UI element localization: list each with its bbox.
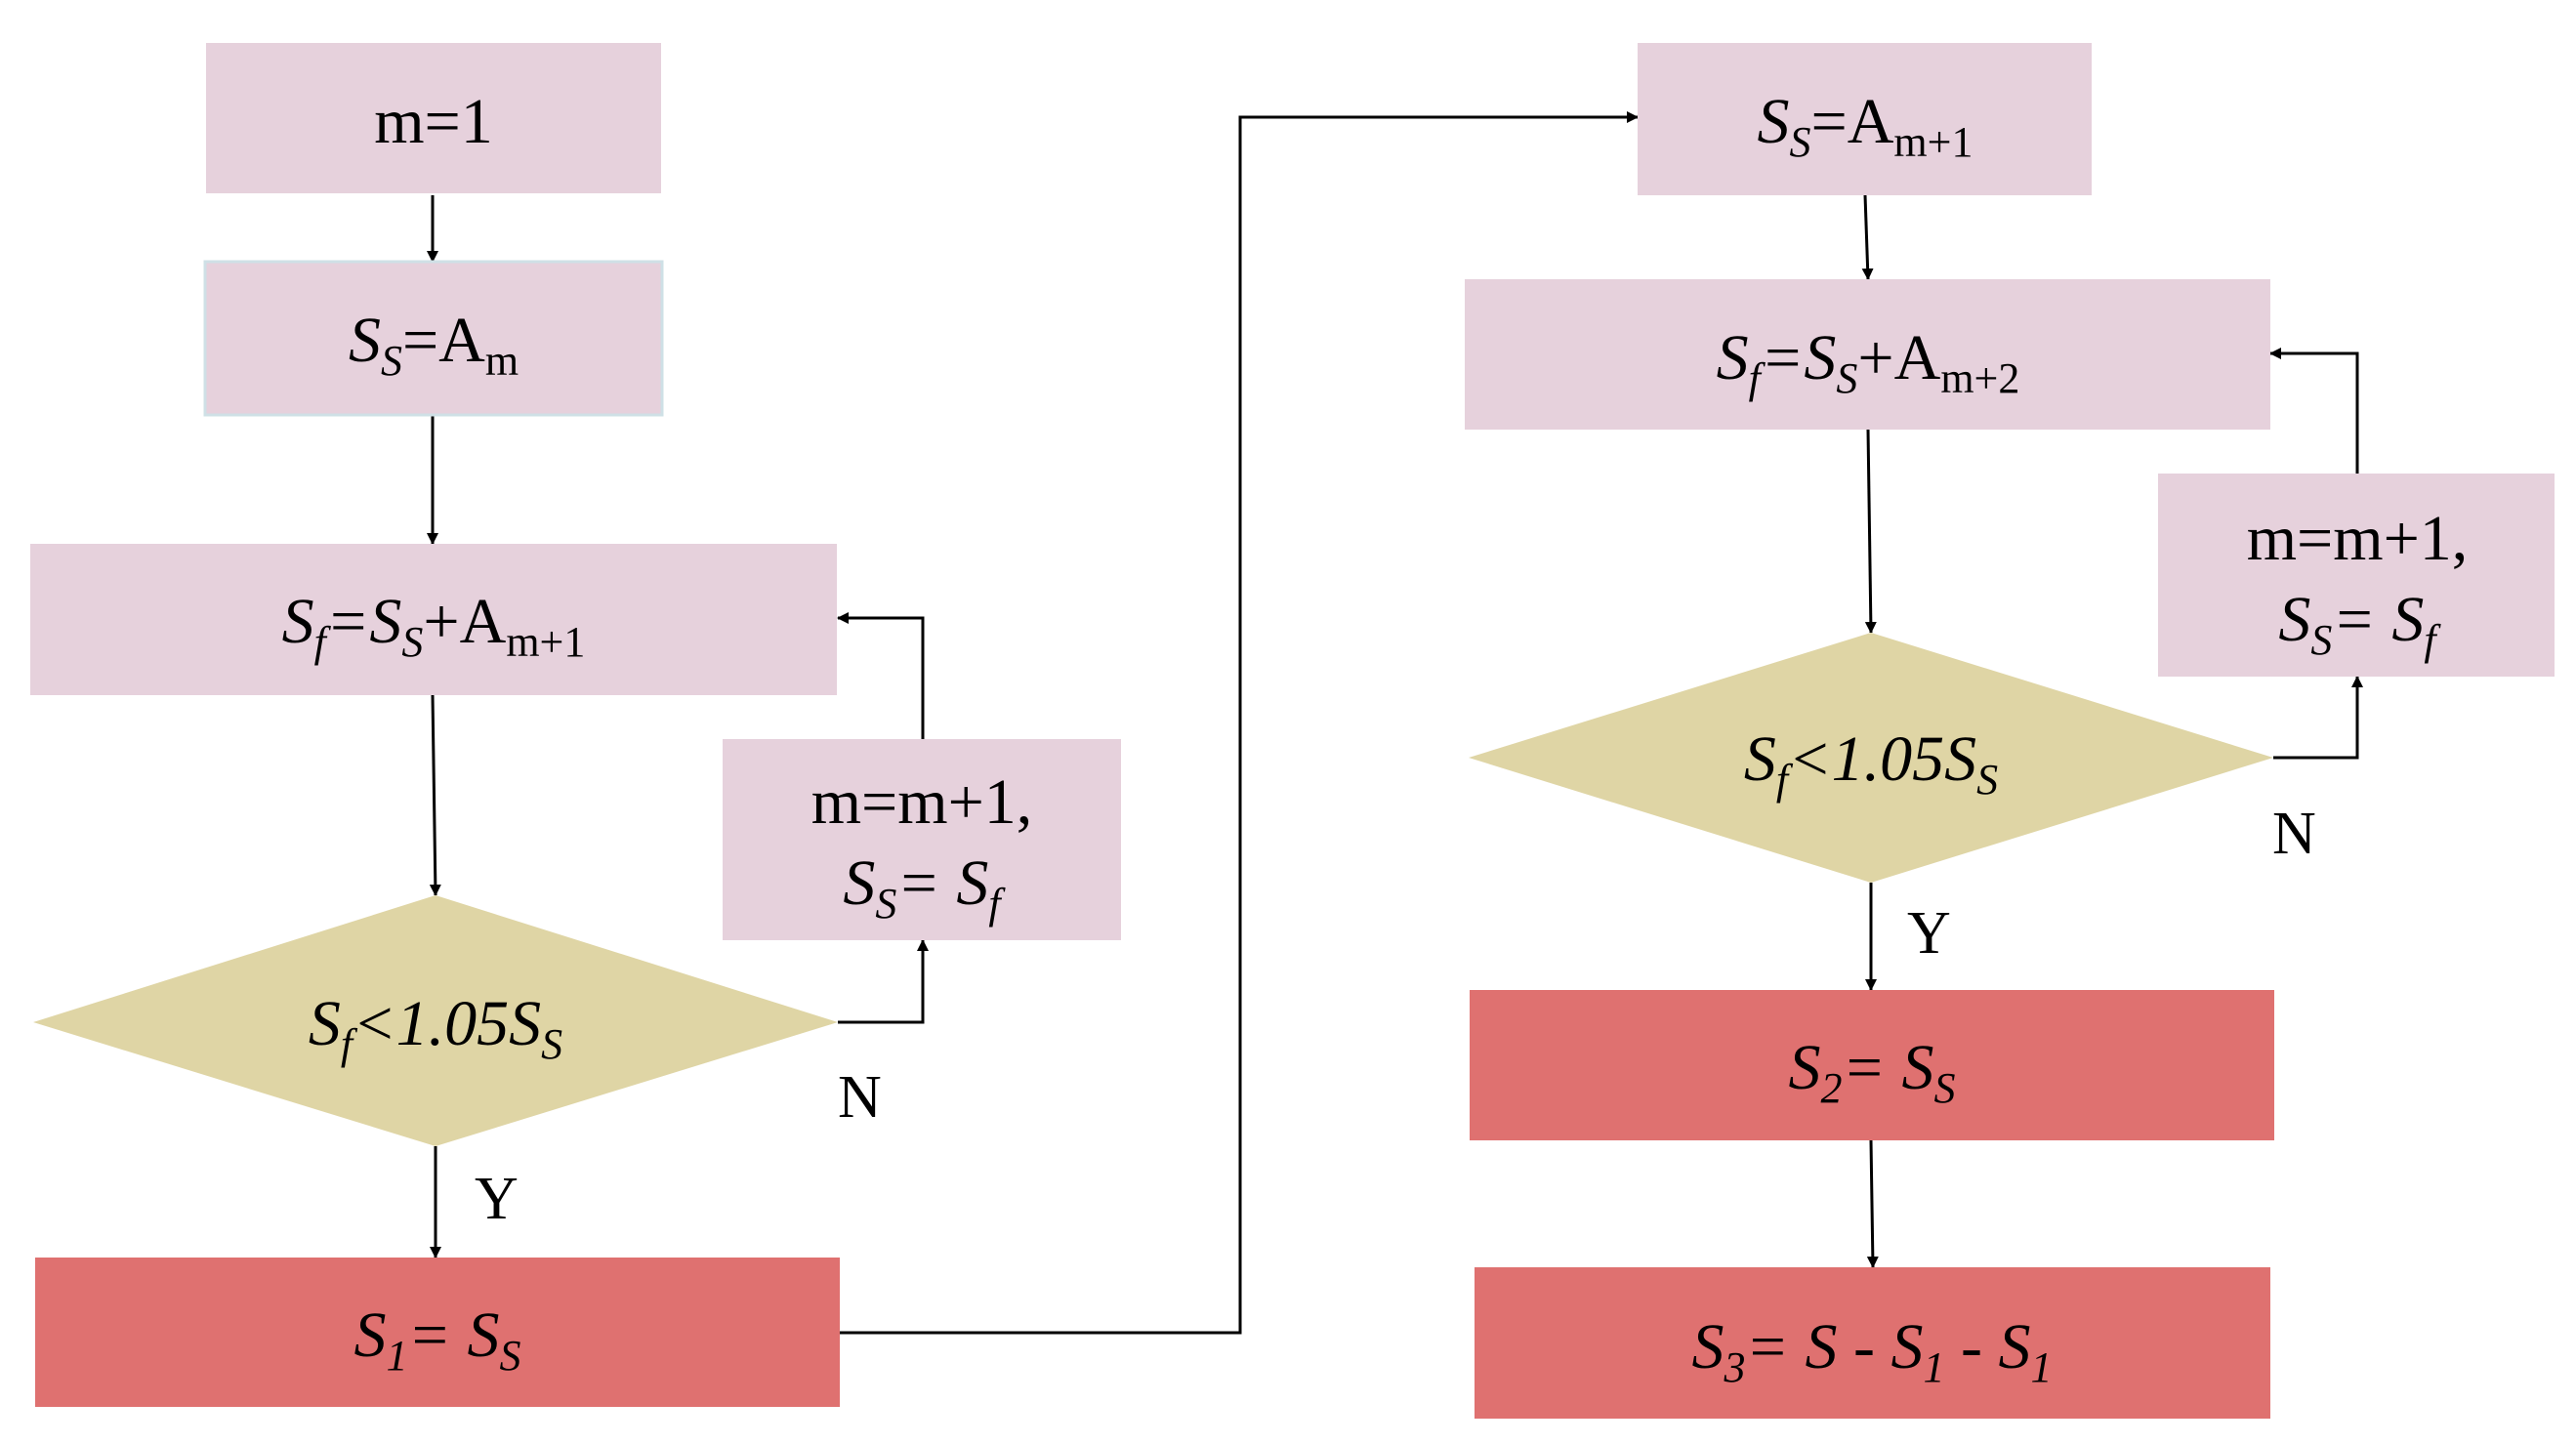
node-n5-diamond — [33, 895, 838, 1146]
label-run: = S — [407, 1300, 499, 1371]
label-run: =S — [326, 586, 402, 657]
node-n4-label-line-1: m=m+1, — [811, 766, 1033, 838]
node-n1-label: m=1 — [374, 86, 493, 157]
edge-n11-n12 — [1866, 1139, 1879, 1268]
node-n5-label: Sf<1.05SS — [309, 988, 562, 1068]
label-run: S — [1790, 118, 1811, 166]
label-run: S — [2310, 616, 2332, 664]
node-n11-box — [1470, 990, 2274, 1140]
label-run: m+1 — [506, 618, 585, 666]
label-run: = S - S — [1746, 1311, 1924, 1382]
edge-n6-n7 — [840, 111, 1639, 1335]
node-n8-label: Sf=SS+Am+2 — [1717, 322, 2020, 402]
label-run: S — [381, 337, 402, 385]
label-run: S — [875, 880, 896, 928]
no-label-right: N — [2272, 801, 2316, 867]
label-run: m=1 — [374, 86, 493, 157]
label-run: m=m+1, — [811, 766, 1033, 838]
label-run: S — [1744, 723, 1776, 795]
label-run: S — [349, 305, 381, 376]
label-layer: m=1 SS=Am Sf=SS+Am+1 m=m+1, SS= Sf Sf<1.… — [282, 86, 2469, 1391]
node-n3-box — [30, 544, 837, 695]
node-n9-label-line-2: SS= Sf — [2278, 584, 2441, 664]
edge-n3-n5 — [429, 694, 441, 896]
label-run: m+1 — [1893, 118, 1973, 166]
node-n10-diamond — [1469, 633, 2273, 883]
label-run: <1.05S — [1788, 723, 1976, 795]
label-run: S — [401, 618, 423, 666]
label-run: S — [353, 1300, 386, 1371]
label-run: m — [485, 337, 519, 385]
label-run: =A — [402, 305, 485, 376]
node-n2-box — [203, 260, 664, 417]
edge-n9-n8 — [2269, 348, 2359, 474]
node-n12-label: S3= S - S1 - S1 — [1692, 1311, 2053, 1391]
label-run: 1 — [1924, 1343, 1945, 1391]
label-run: S — [541, 1020, 562, 1068]
label-run: S — [1758, 86, 1790, 157]
node-n7-box — [1638, 43, 2092, 195]
label-run: 1 — [386, 1332, 407, 1380]
node-n6-box — [35, 1258, 840, 1407]
label-run: S — [1788, 1032, 1820, 1103]
label-run: = S — [2332, 584, 2424, 655]
node-n3-label: Sf=SS+Am+1 — [282, 586, 586, 666]
node-n7-label: SS=Am+1 — [1758, 86, 1974, 166]
node-n8-box — [1465, 279, 2270, 430]
edge-n4-n3 — [837, 612, 925, 739]
label-run: =A — [1811, 86, 1894, 157]
label-run: S — [1836, 354, 1857, 402]
edge-n10-n9-no — [2273, 676, 2363, 760]
label-run: = S — [1842, 1032, 1933, 1103]
label-run: =S — [1761, 322, 1837, 393]
node-n2-label: SS=Am — [349, 305, 519, 385]
node-n6-label: S1= SS — [353, 1300, 520, 1380]
label-run: S — [1692, 1311, 1724, 1382]
node-n4-label-line-2: SS= Sf — [843, 847, 1006, 928]
node-n9-box — [2158, 474, 2555, 677]
label-run: m=m+1, — [2247, 503, 2469, 574]
label-run: S — [309, 988, 341, 1059]
edge-n7-n8 — [1861, 194, 1874, 280]
no-label-left: N — [838, 1064, 882, 1131]
edge-n5-n4-no — [838, 939, 929, 1024]
label-run: 1 — [2031, 1343, 2053, 1391]
label-run: 3 — [1724, 1343, 1746, 1391]
label-run: m+2 — [1940, 354, 2019, 402]
connector-layer — [427, 111, 2363, 1335]
label-run: S — [1717, 322, 1749, 393]
label-run: 2 — [1820, 1064, 1842, 1112]
label-run: = S — [896, 847, 988, 919]
yes-label-left: Y — [475, 1166, 519, 1232]
label-run: S — [843, 847, 875, 919]
label-run: +A — [423, 586, 506, 657]
label-run: S — [282, 586, 314, 657]
node-n11-label: S2= SS — [1788, 1032, 1955, 1112]
label-run: - S — [1945, 1311, 2031, 1382]
yes-label-right: Y — [1907, 900, 1951, 967]
label-run: S — [1934, 1064, 1956, 1112]
label-run: S — [2278, 584, 2310, 655]
node-n9-label-line-1: m=m+1, — [2247, 503, 2469, 574]
node-n1-box — [206, 43, 661, 193]
branch-label-layer: Y N Y N — [475, 801, 2316, 1232]
edge-n8-n10 — [1864, 429, 1877, 634]
label-run: S — [500, 1332, 521, 1380]
label-run: +A — [1857, 322, 1940, 393]
label-run: S — [1976, 756, 1998, 804]
label-run: <1.05S — [353, 988, 541, 1059]
node-n12-box — [1475, 1267, 2270, 1419]
node-n10-label: Sf<1.05SS — [1744, 723, 1998, 804]
node-layer — [30, 43, 2555, 1419]
node-n4-box — [723, 739, 1121, 940]
